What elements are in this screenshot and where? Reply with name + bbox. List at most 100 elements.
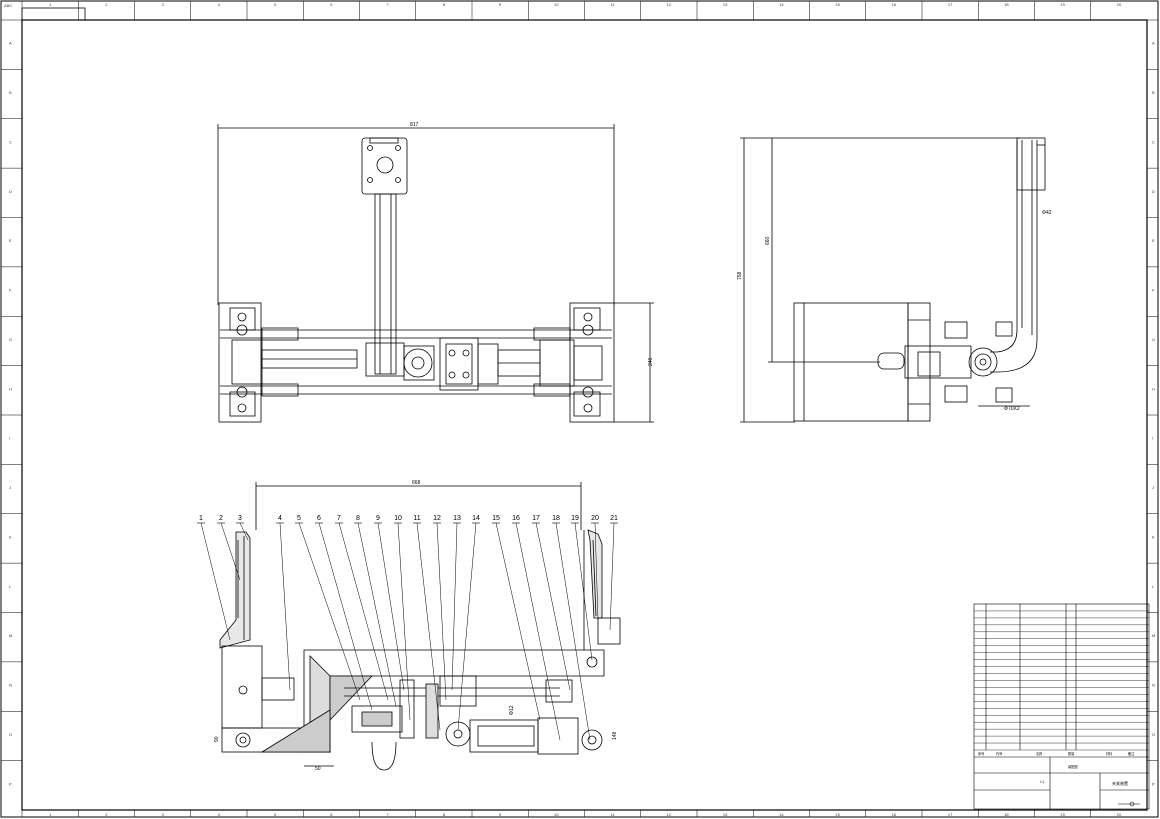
zone-row-label: G: [9, 337, 12, 342]
part-number-6: 6: [317, 515, 321, 522]
scale-value: 1:1: [1040, 780, 1045, 784]
zone-col-label: 9: [499, 2, 502, 7]
zone-col-label: 4: [218, 812, 221, 817]
zone-row-label: A: [9, 41, 12, 46]
part-number-1: 1: [199, 515, 203, 522]
part-number-8: 8: [356, 515, 360, 522]
part-leader: [416, 522, 441, 731]
zone-col-label: 5: [274, 812, 277, 817]
part-number-5: 5: [297, 515, 301, 522]
zone-col-label: 13: [723, 812, 728, 817]
zone-row-label: I: [9, 436, 10, 441]
part-leader: [338, 522, 389, 701]
part-number-10: 10: [394, 515, 402, 522]
part-leader: [397, 522, 411, 721]
zone-row-label: N: [9, 683, 12, 688]
zone-row-label: N: [1152, 683, 1155, 688]
zone-col-label: 16: [892, 2, 897, 7]
drawing-title: 夹紧装置: [1112, 780, 1128, 786]
bom-footer-label: 序号: [978, 751, 984, 756]
zone-row-label: E: [1152, 238, 1155, 243]
dim-width-817: 817: [410, 122, 419, 128]
zone-col-label: 18: [1004, 2, 1009, 7]
zone-row-label: H: [1152, 386, 1155, 391]
part-number-9: 9: [376, 515, 380, 522]
bom-footer-label: 名称: [1036, 751, 1043, 756]
part-leader: [555, 522, 591, 741]
zone-row-label: C: [1152, 139, 1155, 144]
zone-row-label: O: [9, 732, 12, 737]
tag-label: ABC: [4, 3, 12, 8]
zone-col-label: 13: [723, 2, 728, 7]
zone-row-label: F: [1152, 288, 1155, 293]
part-number-12: 12: [433, 515, 441, 522]
zone-col-label: 18: [1004, 812, 1009, 817]
zone-col-label: 12: [667, 2, 672, 7]
dim-pipe-dia: Φ42: [1042, 210, 1052, 216]
zone-row-label: E: [9, 238, 12, 243]
part-number-18: 18: [552, 515, 560, 522]
zone-col-label: 7: [387, 2, 390, 7]
part-leader: [574, 522, 593, 661]
zone-row-label: I: [1152, 436, 1153, 441]
zone-row-label: B: [9, 90, 12, 95]
part-number-2: 2: [219, 515, 223, 522]
part-leader: [436, 522, 447, 701]
part-number-17: 17: [532, 515, 540, 522]
zone-row-label: D: [9, 189, 12, 194]
zone-row-label: C: [9, 139, 12, 144]
dim-height-240: 240: [648, 357, 654, 366]
zone-col-label: 8: [443, 812, 446, 817]
part-number-7: 7: [337, 515, 341, 522]
part-leader: [451, 522, 458, 691]
zone-col-label: 15: [835, 2, 840, 7]
zone-row-label: B: [1152, 90, 1155, 95]
part-number-16: 16: [512, 515, 520, 522]
tag-box: [21, 7, 86, 21]
zone-col-label: 9: [499, 812, 502, 817]
zone-col-label: 19: [1060, 812, 1065, 817]
zone-row-label: K: [9, 534, 12, 539]
zone-col-label: 3: [162, 2, 165, 7]
dim-left-height: 90: [214, 736, 220, 742]
zone-col-label: 20: [1117, 812, 1122, 817]
zone-row-label: K: [1152, 534, 1155, 539]
zone-row-label: F: [9, 288, 12, 293]
zone-row-label: J: [1152, 485, 1154, 490]
part-leader: [357, 522, 397, 707]
dim-outer-height: 758: [737, 271, 743, 280]
zone-row-label: J: [9, 485, 11, 490]
part-number-15: 15: [492, 515, 500, 522]
zone-col-label: 8: [443, 2, 446, 7]
part-leader: [318, 522, 373, 711]
dim-base-50: 50: [315, 766, 321, 772]
bom-footer-label: 数量: [1068, 751, 1075, 756]
zone-row-label: A: [1152, 41, 1155, 46]
zone-col-label: 10: [554, 2, 559, 7]
dim-inner-height: 660: [765, 236, 771, 245]
zone-col-label: 6: [330, 2, 333, 7]
zone-row-label: D: [1152, 189, 1155, 194]
zone-col-label: 10: [554, 812, 559, 817]
zone-row-label: L: [1152, 584, 1155, 589]
zone-col-label: 5: [274, 2, 277, 7]
zone-col-label: 2: [105, 812, 108, 817]
part-number-21: 21: [610, 515, 618, 522]
part-leader: [239, 522, 249, 541]
top-view: 817 240: [217, 122, 654, 423]
part-leader: [298, 522, 361, 701]
dim-pin: Φ12: [509, 705, 515, 715]
part-leader: [535, 522, 571, 691]
zone-col-label: 1: [49, 2, 52, 7]
assembly-label: 装配图: [1068, 764, 1078, 769]
zone-row-label: O: [1152, 732, 1155, 737]
section-view: 668 90 50: [214, 480, 621, 772]
zone-col-label: 11: [611, 2, 616, 7]
zone-row-label: M: [9, 633, 12, 638]
zone-row-label: L: [9, 584, 12, 589]
zone-col-label: 11: [611, 812, 616, 817]
zone-col-label: 20: [1117, 2, 1122, 7]
